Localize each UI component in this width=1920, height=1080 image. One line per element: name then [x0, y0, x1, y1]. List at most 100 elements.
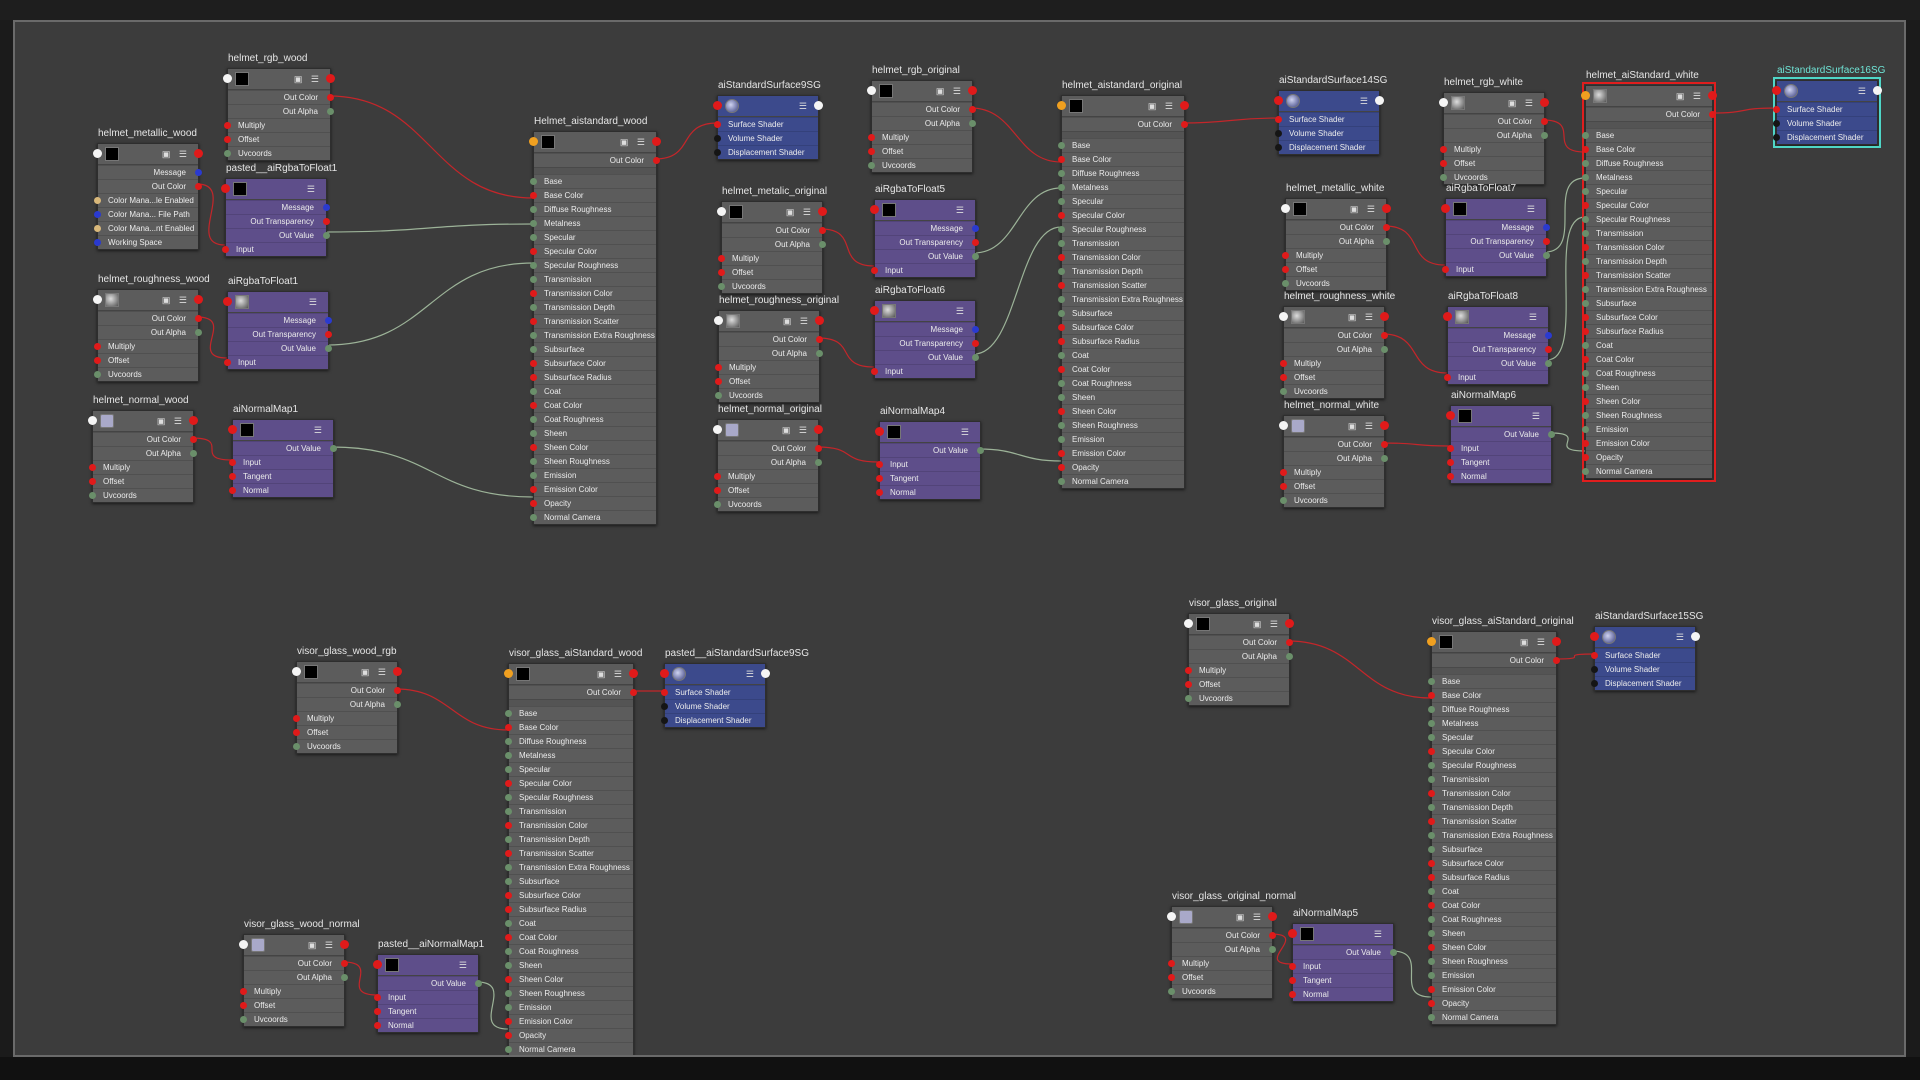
attr-plug[interactable] [1582, 440, 1589, 447]
attr-plug[interactable] [94, 225, 101, 232]
attr-multiply[interactable]: Multiply [1280, 465, 1384, 479]
attr-plug[interactable] [530, 318, 537, 325]
attr-plug[interactable] [653, 157, 660, 164]
node-output-plug[interactable] [815, 316, 824, 325]
attr-emission-color[interactable]: Emission Color [530, 482, 656, 496]
attr-metalness[interactable]: Metalness [530, 216, 656, 230]
attr-plug[interactable] [195, 183, 202, 190]
attr-uvcoords[interactable]: Uvcoords [94, 367, 198, 381]
attr-plug[interactable] [1447, 459, 1454, 466]
attr-displacement-shader[interactable]: Displacement Shader [1773, 130, 1877, 144]
attr-normal[interactable]: Normal [1447, 469, 1551, 483]
attr-plug[interactable] [977, 447, 984, 454]
attr-surface-shader[interactable]: Surface Shader [1275, 112, 1379, 126]
attr-plug[interactable] [1428, 958, 1435, 965]
attr-uvcoords[interactable]: Uvcoords [240, 1012, 344, 1026]
attr-plug[interactable] [89, 478, 96, 485]
attr-out-value[interactable]: Out Value [1451, 427, 1555, 441]
attr-plug[interactable] [374, 1008, 381, 1015]
node-input-plug[interactable] [223, 297, 232, 306]
attr-color-mana-le-enabled[interactable]: Color Mana...le Enabled [94, 193, 198, 207]
node-input-plug[interactable] [1279, 312, 1288, 321]
attr-plug[interactable] [715, 378, 722, 385]
attr-plug[interactable] [868, 134, 875, 141]
attr-plug[interactable] [1541, 132, 1548, 139]
attr-transmission-color[interactable]: Transmission Color [505, 818, 633, 832]
attr-out-transparency[interactable]: Out Transparency [226, 214, 330, 228]
attr-plug[interactable] [972, 326, 979, 333]
attr-out-alpha[interactable]: Out Alpha [1172, 942, 1276, 956]
attr-color-mana-file-path[interactable]: Color Mana... File Path [94, 207, 198, 221]
attr-plug[interactable] [1428, 678, 1435, 685]
node-input-plug[interactable] [1581, 91, 1590, 100]
node-header[interactable]: ▣ ☰ [1184, 614, 1294, 635]
attr-plug[interactable] [1058, 268, 1065, 275]
attr-sheen[interactable]: Sheen [1582, 380, 1712, 394]
attr-out-value[interactable]: Out Value [875, 350, 979, 364]
attr-plug[interactable] [1390, 949, 1397, 956]
attr-plug[interactable] [530, 458, 537, 465]
node-options-icon[interactable]: ☰ [1373, 929, 1385, 939]
node-header[interactable]: ☰ [1288, 924, 1393, 945]
attr-plug[interactable] [1582, 216, 1589, 223]
attr-plug[interactable] [224, 150, 231, 157]
attr-metalness[interactable]: Metalness [1582, 170, 1712, 184]
attr-out-value[interactable]: Out Value [233, 441, 337, 455]
attr-plug[interactable] [1428, 748, 1435, 755]
attr-metalness[interactable]: Metalness [1058, 180, 1184, 194]
attr-plug[interactable] [195, 169, 202, 176]
attr-plug[interactable] [1773, 106, 1780, 113]
attr-uvcoords[interactable]: Uvcoords [868, 158, 972, 172]
attr-base-color[interactable]: Base Color [505, 720, 633, 734]
attr-plug[interactable] [505, 1032, 512, 1039]
node-header[interactable]: ☰ [870, 200, 975, 221]
attr-specular-color[interactable]: Specular Color [1428, 744, 1556, 758]
attr-volume-shader[interactable]: Volume Shader [661, 699, 765, 713]
attr-surface-shader[interactable]: Surface Shader [1591, 648, 1695, 662]
attr-out-color[interactable]: Out Color [98, 311, 202, 325]
node-options-icon[interactable]: ☰ [960, 427, 972, 437]
node-output-plug[interactable] [761, 669, 770, 678]
node-output-plug[interactable] [194, 149, 203, 158]
attr-coat-roughness[interactable]: Coat Roughness [505, 944, 633, 958]
attr-subsurface[interactable]: Subsurface [505, 874, 633, 888]
attr-transmission[interactable]: Transmission [530, 272, 656, 286]
attr-coat-roughness[interactable]: Coat Roughness [1582, 366, 1712, 380]
attr-plug[interactable] [530, 332, 537, 339]
attr-plug[interactable] [1058, 464, 1065, 471]
node-input-plug[interactable] [870, 306, 879, 315]
node-input-plug[interactable] [875, 427, 884, 436]
attr-plug[interactable] [816, 336, 823, 343]
attr-plug[interactable] [868, 162, 875, 169]
attr-plug[interactable] [325, 331, 332, 338]
node-options-icon[interactable]: ☰ [1857, 86, 1869, 96]
attr-plug[interactable] [1280, 374, 1287, 381]
attr-sheen-roughness[interactable]: Sheen Roughness [505, 986, 633, 1000]
node-options-icon[interactable]: ▣ ☰ [935, 86, 964, 96]
attr-plug[interactable] [530, 304, 537, 311]
node-options-icon[interactable]: ▣ ☰ [1147, 101, 1176, 111]
attr-transmission-depth[interactable]: Transmission Depth [1058, 264, 1184, 278]
attr-plug[interactable] [530, 178, 537, 185]
node-header[interactable]: ▣ ☰ [714, 311, 824, 332]
node-header[interactable]: ☰ [223, 292, 328, 313]
node-input-plug[interactable] [93, 149, 102, 158]
attr-base-color[interactable]: Base Color [530, 188, 656, 202]
attr-out-transparency[interactable]: Out Transparency [1446, 234, 1550, 248]
attr-plug[interactable] [89, 492, 96, 499]
attr-sheen-color[interactable]: Sheen Color [530, 440, 656, 454]
attr-plug[interactable] [1269, 932, 1276, 939]
attr-out-color[interactable]: Out Color [534, 153, 660, 167]
attr-out-value[interactable]: Out Value [880, 443, 984, 457]
node-options-icon[interactable]: ☰ [313, 425, 325, 435]
attr-multiply[interactable]: Multiply [1185, 663, 1289, 677]
attr-emission[interactable]: Emission [530, 468, 656, 482]
attr-plug[interactable] [293, 743, 300, 750]
attr-input[interactable]: Input [374, 990, 478, 1004]
